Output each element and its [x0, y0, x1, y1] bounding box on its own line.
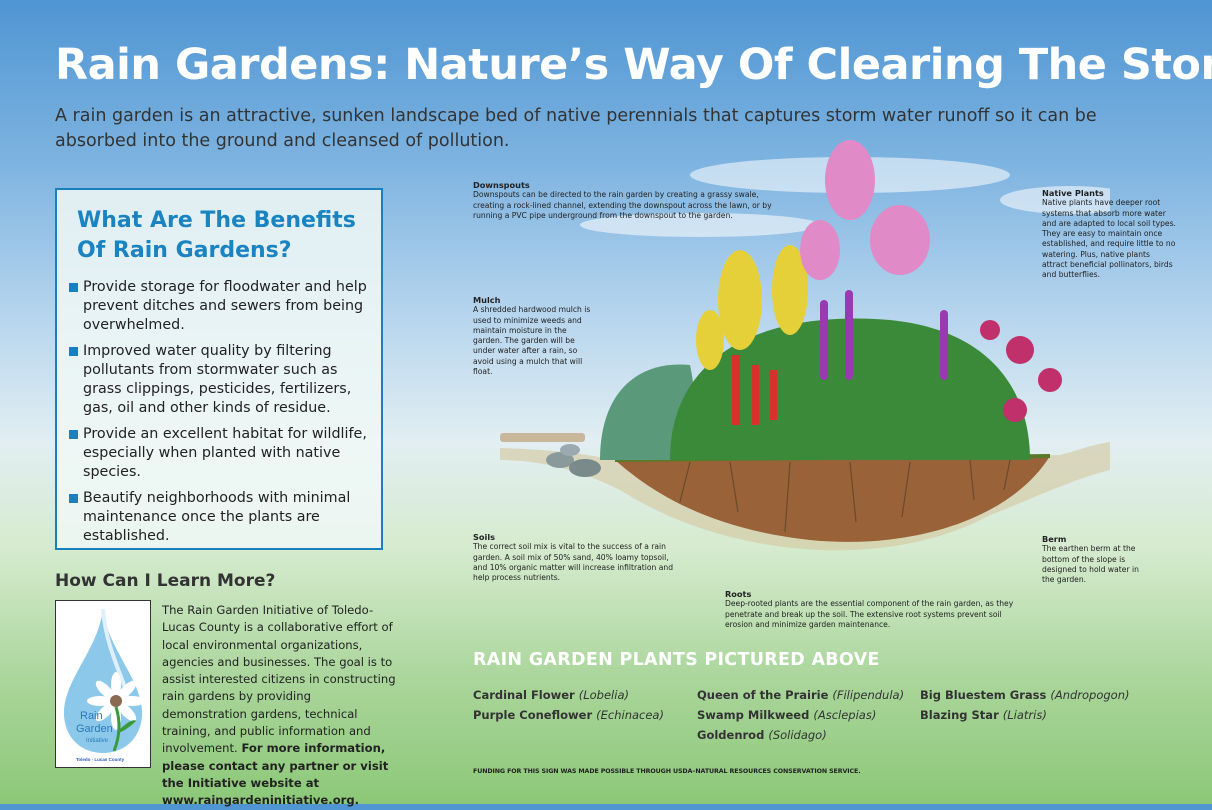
note-title: Roots [725, 589, 752, 599]
plant-name: Queen of the Prairie [697, 688, 829, 702]
note-text: Downspouts can be directed to the rain g… [473, 190, 772, 220]
plant-item: Purple Coneflower (Echinacea) [473, 705, 664, 725]
plant-latin: (Liatris) [1002, 708, 1047, 722]
poster-subtitle: A rain garden is an attractive, sunken l… [55, 106, 1097, 151]
benefit-text: Beautify neighborhoods with minimal main… [83, 490, 351, 544]
plant-item: Goldenrod (Solidago) [697, 725, 904, 745]
learn-text: The Rain Garden Initiative of Toledo-Luc… [162, 603, 396, 756]
note-title: Downspouts [473, 180, 530, 190]
learn-more-heading: How Can I Learn More? [55, 571, 276, 591]
plant-item: Queen of the Prairie (Filipendula) [697, 685, 904, 705]
downspout-pipe [500, 433, 585, 442]
blazing-star [820, 290, 948, 380]
plant-name: Blazing Star [920, 708, 999, 722]
plant-item: Swamp Milkweed (Asclepias) [697, 705, 904, 725]
benefits-box: What Are The Benefits Of Rain Gardens? Pr… [55, 188, 383, 550]
bullet-square-icon [69, 430, 78, 439]
plant-latin: (Solidago) [768, 728, 827, 742]
bluestem-grass [600, 364, 695, 460]
plant-latin: (Filipendula) [832, 688, 905, 702]
logo-text: Initiative [86, 738, 109, 744]
benefit-text: Improved water quality by filtering poll… [83, 343, 352, 416]
benefit-item: Beautify neighborhoods with minimal main… [69, 489, 367, 546]
plant-name: Cardinal Flower [473, 688, 575, 702]
rain-garden-initiative-logo: Rain Garden Initiative Toledo · Lucas Co… [55, 600, 151, 768]
heading-line: What Are The Benefits [77, 208, 356, 233]
plant-item: Big Bluestem Grass (Andropogon) [920, 685, 1130, 705]
plant-item: Blazing Star (Liatris) [920, 705, 1130, 725]
note-text: A shredded hardwood mulch is used to min… [473, 305, 591, 377]
plant-column: Big Bluestem Grass (Andropogon) Blazing … [920, 685, 1130, 725]
plant-name: Purple Coneflower [473, 708, 593, 722]
benefit-text: Provide storage for floodwater and help … [83, 279, 367, 333]
plant-column: Cardinal Flower (Lobelia) Purple Coneflo… [473, 685, 664, 725]
logo-text: Garden [76, 723, 113, 735]
raindrop-daisy-icon: Rain Garden Initiative Toledo · Lucas Co… [63, 608, 145, 762]
logo-text: Toledo · Lucas County [76, 757, 125, 762]
purple-coneflower [980, 320, 1062, 422]
benefit-item: Improved water quality by filtering poll… [69, 342, 367, 418]
note-text: Native plants have deeper root systems t… [1042, 198, 1176, 280]
heading-line: Of Rain Gardens? [77, 238, 292, 263]
rocks [546, 444, 601, 477]
goldenrod [696, 245, 808, 370]
queen-of-the-prairie [800, 140, 930, 280]
soil-cross-section [615, 456, 1050, 542]
note-text: The earthen berm at the bottom of the sl… [1042, 544, 1139, 585]
roots [679, 459, 1011, 533]
note-text: The correct soil mix is vital to the suc… [473, 542, 674, 583]
plant-latin: (Lobelia) [578, 688, 629, 702]
bullet-square-icon [69, 494, 78, 503]
logo-text: Rain [80, 710, 103, 722]
rain-garden-illustration [500, 140, 1110, 551]
plant-item: Cardinal Flower (Lobelia) [473, 685, 664, 705]
bullet-square-icon [69, 347, 78, 356]
plant-name: Big Bluestem Grass [920, 688, 1047, 702]
benefit-item: Provide an excellent habitat for wildlif… [69, 425, 367, 482]
poster-title: Rain Gardens: Nature’s Way Of Clearing T… [55, 40, 1212, 90]
clouds [580, 157, 1110, 237]
funding-credit: FUNDING FOR THIS SIGN WAS MADE POSSIBLE … [473, 768, 861, 775]
benefits-heading: What Are The Benefits Of Rain Gardens? [77, 206, 367, 266]
cardinal-flower [732, 355, 777, 425]
note-text: Deep-rooted plants are the essential com… [725, 599, 1014, 629]
benefit-item: Provide storage for floodwater and help … [69, 278, 367, 335]
bullet-square-icon [69, 283, 78, 292]
note-title: Mulch [473, 295, 501, 305]
plant-latin: (Echinacea) [596, 708, 664, 722]
learn-more-text: The Rain Garden Initiative of Toledo-Luc… [162, 602, 398, 810]
benefit-text: Provide an excellent habitat for wildlif… [83, 426, 367, 480]
note-title: Soils [473, 532, 496, 542]
plant-name: Goldenrod [697, 728, 765, 742]
note-title: Native Plants [1042, 188, 1104, 198]
plant-latin: (Asclepias) [813, 708, 877, 722]
plant-name: Swamp Milkweed [697, 708, 810, 722]
plants-heading: RAIN GARDEN PLANTS PICTURED ABOVE [473, 650, 880, 670]
note-title: Berm [1042, 534, 1067, 544]
plant-column: Queen of the Prairie (Filipendula) Swamp… [697, 685, 904, 745]
plant-latin: (Andropogon) [1050, 688, 1130, 702]
